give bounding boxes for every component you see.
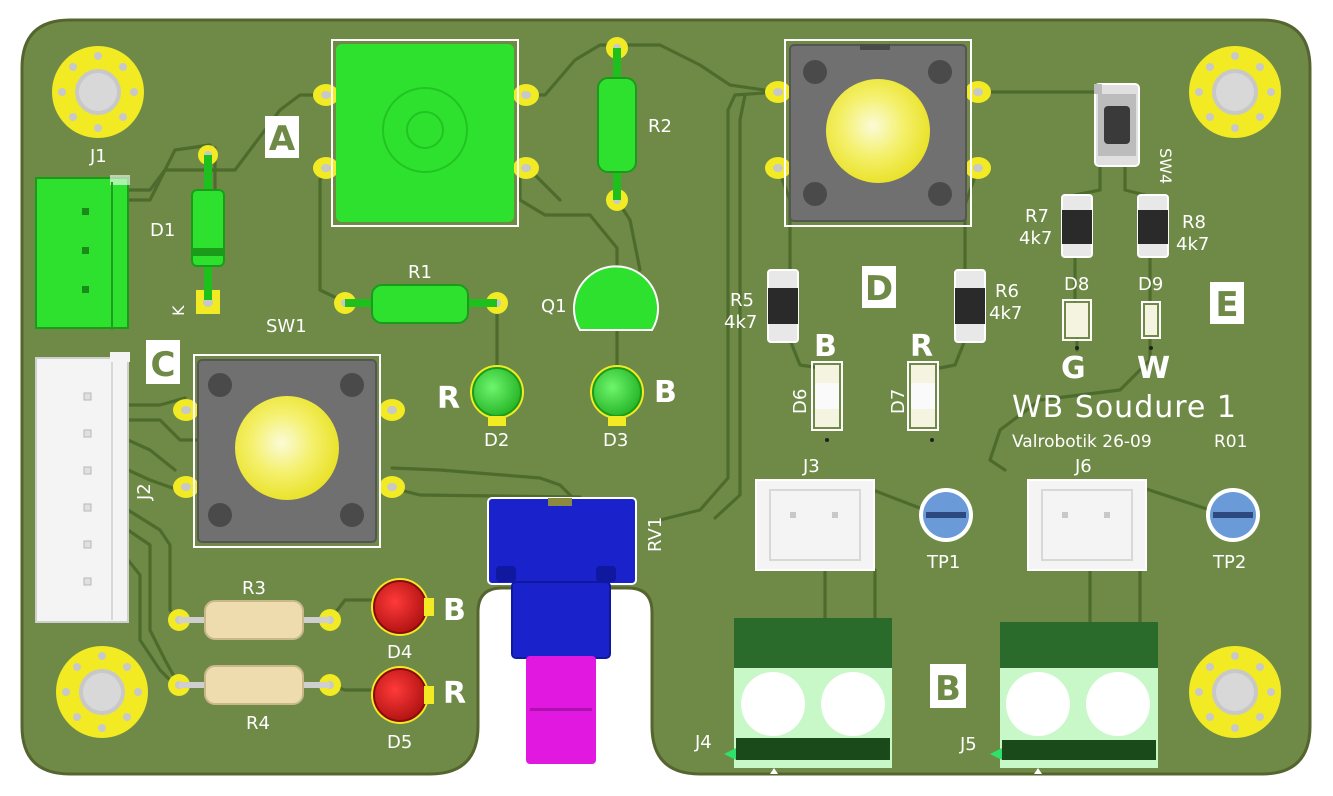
testpoint-tp2 [1206, 488, 1260, 542]
tactile-switch-c [173, 354, 405, 548]
diode-d1 [191, 145, 225, 314]
label-r2: R2 [648, 116, 672, 137]
smd-led-d8 [1062, 299, 1092, 350]
connector-j3 [755, 479, 875, 571]
smd-led-d9 [1141, 301, 1161, 350]
zone-letter-b: B [935, 669, 961, 709]
copper-tracks [126, 43, 1212, 692]
label-d2: D2 [484, 430, 509, 451]
label-d1: D1 [150, 220, 175, 241]
mark-d3: B [654, 375, 677, 410]
led-color-marks: R B B R B R G W [437, 329, 1170, 711]
terminal-block-j4 [724, 618, 892, 774]
label-j5: J5 [959, 734, 977, 755]
mark-d7: R [910, 329, 933, 364]
label-sw1: SW1 [266, 316, 307, 337]
mounting-hole-bottom-right [1189, 646, 1281, 738]
silkscreen-labels: J1 D1 K SW1 R1 R2 Q1 D2 D3 J2 R3 R4 D4 D… [89, 116, 1246, 755]
smd-switch-sw4 [1094, 83, 1140, 167]
zone-letter-d: D [865, 269, 893, 309]
zone-letter-e: E [1215, 285, 1238, 325]
mark-d2: R [437, 381, 460, 416]
zone-letter-a: A [269, 119, 296, 159]
label-j2: J2 [134, 483, 155, 501]
testpoint-tp1 [919, 488, 973, 542]
tactile-switch-d [765, 39, 991, 227]
resistor-r2 [597, 37, 637, 211]
label-d4: D4 [387, 642, 412, 663]
label-d9: D9 [1138, 274, 1163, 295]
connector-j2 [35, 352, 130, 623]
mounting-hole-bottom-left [56, 646, 148, 738]
value-r8: 4k7 [1176, 234, 1209, 255]
resistor-r1 [334, 284, 508, 324]
smd-resistor-r6 [954, 269, 986, 343]
label-d7: D7 [888, 389, 909, 414]
led-d4 [371, 578, 434, 636]
label-d1-k: K [169, 305, 188, 316]
label-j4: J4 [694, 732, 712, 753]
pushbutton-large-green [313, 39, 539, 227]
label-d5: D5 [387, 732, 412, 753]
zone-badge-c: C [146, 340, 180, 385]
label-r8: R8 [1182, 212, 1206, 233]
zone-badge-e: E [1210, 282, 1244, 325]
label-sw4: SW4 [1156, 148, 1175, 184]
zone-letter-c: C [151, 345, 176, 385]
connector-green-left [35, 175, 130, 330]
mark-d6: B [814, 329, 837, 364]
label-d6: D6 [790, 389, 811, 414]
label-rv1: RV1 [645, 517, 666, 552]
label-d8: D8 [1064, 274, 1089, 295]
smd-resistor-r5 [767, 269, 799, 343]
label-r5: R5 [730, 290, 754, 311]
smd-led-d7 [907, 361, 939, 442]
label-r1: R1 [408, 262, 432, 283]
led-d2 [470, 365, 524, 426]
label-j3: J3 [802, 456, 820, 477]
label-j1: J1 [89, 146, 107, 167]
label-r3: R3 [242, 578, 266, 599]
label-r4: R4 [246, 713, 270, 734]
zone-badge-d: D [862, 266, 896, 309]
label-r6: R6 [995, 281, 1019, 302]
led-d5 [371, 666, 434, 724]
label-d3: D3 [603, 430, 628, 451]
label-j6: J6 [1074, 456, 1092, 477]
smd-resistor-r8 [1137, 194, 1169, 258]
mark-d8: G [1061, 351, 1086, 386]
zone-badge-b: B [930, 664, 966, 709]
resistor-r4 [168, 665, 341, 705]
board-title-block: WB Soudure 1 Valrobotik 26-09 R01 [1012, 390, 1247, 452]
led-d3 [590, 365, 644, 426]
label-r7: R7 [1025, 206, 1049, 227]
terminal-block-j5 [990, 622, 1158, 774]
smd-resistor-r7 [1061, 194, 1093, 258]
label-q1: Q1 [541, 296, 567, 317]
zone-badge-a: A [265, 116, 299, 159]
label-tp2: TP2 [1212, 552, 1246, 573]
transistor-q1 [573, 265, 659, 331]
connector-j6 [1027, 479, 1147, 571]
mark-d5: R [443, 676, 466, 711]
value-r7: 4k7 [1019, 228, 1052, 249]
board-revision: R01 [1214, 432, 1247, 452]
board-title: WB Soudure 1 [1012, 390, 1237, 425]
value-r5: 4k7 [724, 312, 757, 333]
value-r6: 4k7 [989, 303, 1022, 324]
board-subtitle: Valrobotik 26-09 [1012, 432, 1152, 452]
label-tp1: TP1 [926, 552, 960, 573]
resistor-r3 [168, 600, 341, 640]
mark-d4: B [443, 593, 466, 628]
mounting-hole-top-right [1189, 46, 1281, 138]
mark-d9: W [1137, 351, 1170, 386]
smd-led-d6 [811, 361, 843, 442]
potentiometer-rv1 [487, 497, 637, 764]
mounting-hole-top-left [52, 46, 144, 138]
